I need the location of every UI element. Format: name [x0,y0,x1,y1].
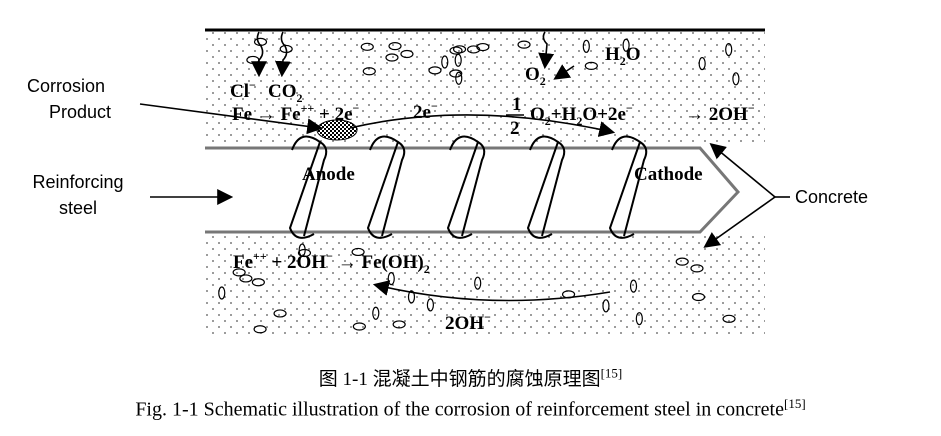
aggregate [352,322,366,331]
aggregate [622,38,630,52]
bottom-reaction: Fe++ + 2OH− → Fe(OH)2 [233,249,430,276]
aggregate [360,42,374,51]
aggregate [722,314,736,323]
aggregate [517,40,531,49]
aggregate [388,42,402,51]
aggregate [732,72,740,86]
steel-rib [288,135,328,239]
aggregate [449,69,463,78]
label-concrete: Concrete [795,187,868,207]
concrete-bottom [205,234,765,336]
caption-english-text: Fig. 1-1 Schematic illustration of the c… [135,398,784,421]
aggregate [449,46,463,55]
aggregate [232,268,246,277]
label-reinforcing: Reinforcing [32,172,123,192]
aggregate [690,264,704,273]
aggregate [387,271,395,286]
aggregate [428,66,442,75]
oxygen: O2 [525,64,546,88]
aggregate [351,247,365,257]
caption-chinese-text: 图 1-1 混凝土中钢筋的腐蚀原理图 [318,369,601,390]
steel-rib [366,135,406,239]
aggregate [582,39,590,53]
water: H2O [605,44,641,68]
electron-label: 2e− [413,99,438,123]
steel-rib [608,135,648,239]
aggregate [407,290,416,304]
aggregate [725,42,733,57]
aggregate [251,278,265,287]
chloride-ion: Cl− [230,78,256,102]
o2-ingress-arrow [538,31,555,70]
co2-ingress-arrow [274,31,291,78]
aggregate [441,55,449,69]
aggregate [629,279,638,293]
anode-reaction: Fe → Fe++ + 2e− [232,101,360,125]
aggregate [602,299,610,313]
label-corrosion: Corrosion [27,76,105,96]
aggregate [385,53,399,62]
reinforcing-steel-bar [205,135,741,239]
half-denominator: 2 [510,118,520,139]
electron-flow-arrow [349,114,616,137]
cl-ingress-arrow [251,31,267,78]
aggregate [253,325,267,334]
concrete-pointer-bottom [703,196,776,248]
aggregate [452,45,467,54]
hydroxide-flow-arrow [372,280,611,302]
aggregate [584,61,598,70]
aggregate [400,49,414,59]
half-numerator: 1 [512,94,522,115]
label-cathode: Cathode [634,164,703,185]
cathode-product: → 2OH− [685,101,755,125]
aggregate [691,292,706,302]
aggregate [298,243,306,257]
aggregate [392,320,406,329]
caption-chinese: 图 1-1 混凝土中钢筋的腐蚀原理图[15] [0,364,941,391]
aggregate [675,257,689,266]
caption-chinese-ref: [15] [600,365,623,381]
h2o-arrow [553,64,575,80]
aggregate [476,42,490,52]
aggregate [273,309,287,318]
aggregate [218,286,226,300]
caption-english: Fig. 1-1 Schematic illustration of the c… [0,396,941,422]
cathode-reaction: O2+H2O+2e− [530,101,633,128]
aggregate [426,298,434,312]
label-product: Product [49,102,111,122]
concrete-top [205,32,765,146]
aggregate [474,276,482,290]
aggregate [362,67,376,76]
concrete-pointer-top [709,142,776,198]
label-anode: Anode [302,164,355,185]
aggregate [635,312,643,326]
aggregate [372,306,380,320]
hydroxide-flow-label: 2OH− [445,310,491,334]
steel-rib [446,135,486,239]
aggregate [239,274,253,283]
arrows [139,31,790,302]
label-steel: steel [59,198,97,218]
aggregate [297,248,312,258]
carbon-dioxide: CO2 [268,81,303,105]
corrosion-product-pointer [139,103,324,135]
aggregates [218,37,740,334]
aggregate [455,71,463,85]
aggregate [466,45,481,54]
caption-english-ref: [15] [784,396,806,411]
aggregate [698,56,706,71]
steel-rib [526,135,566,239]
